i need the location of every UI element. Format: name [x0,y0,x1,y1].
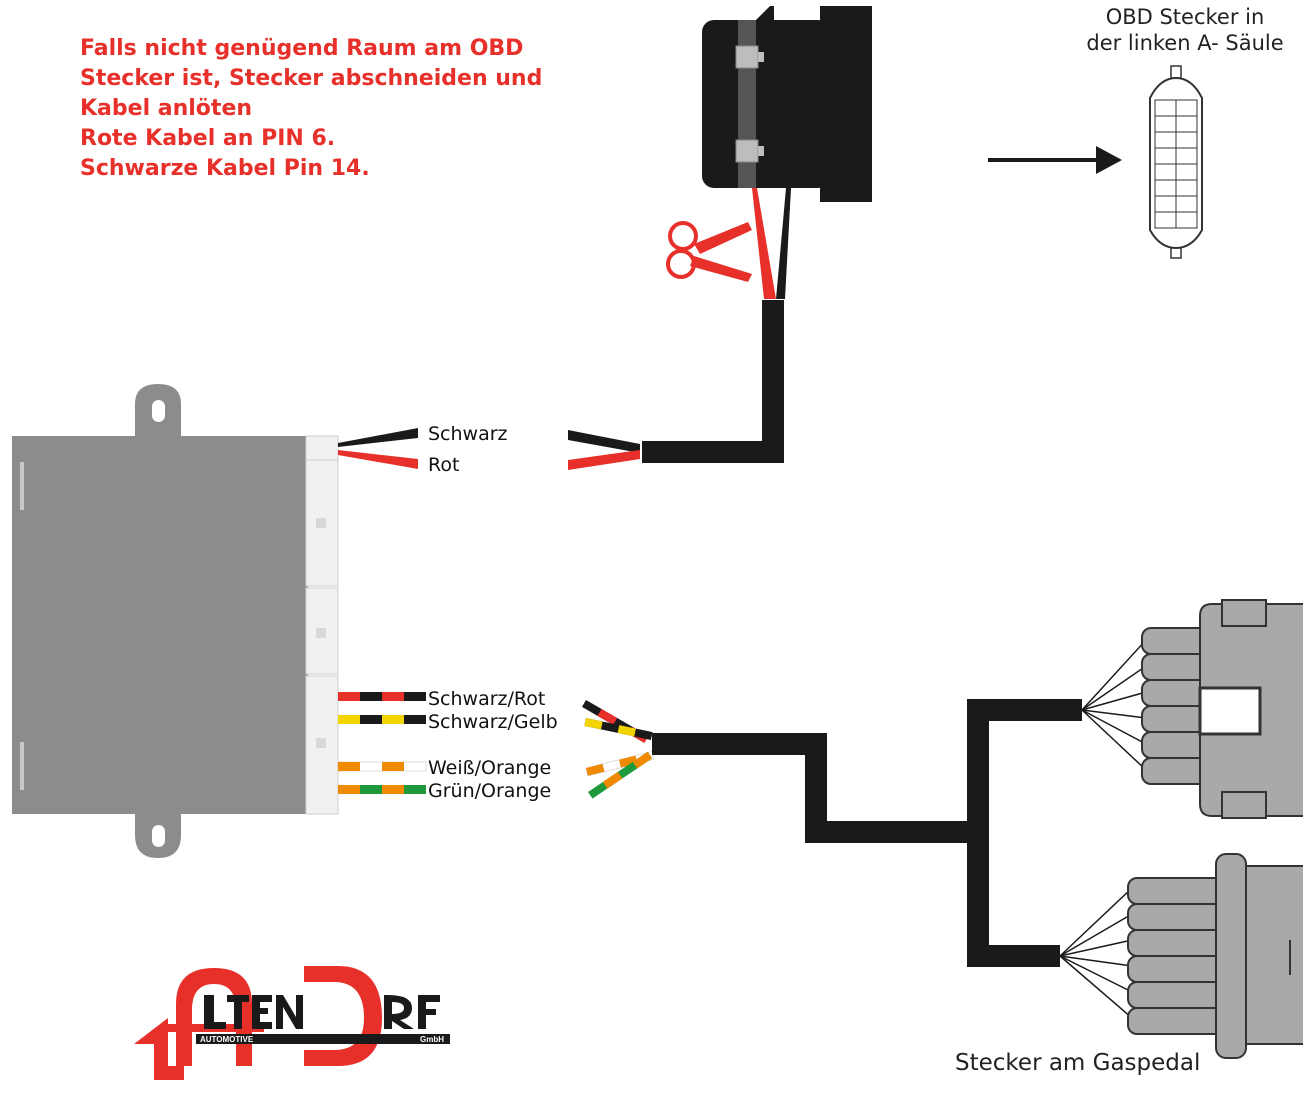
pedal-connector-lower [1059,853,1303,1059]
power-wires-module [338,428,418,469]
wire-label-rot: Rot [428,454,460,476]
obd-cable [568,188,791,470]
obd-label-line: der linken A- Säule [1086,31,1284,55]
signal-wires-cable [582,699,1082,967]
signal-wires-module [337,692,427,794]
scissors-icon [666,221,752,282]
note-line: Stecker ist, Stecker abschneiden und [80,66,543,91]
logo-letters [204,995,440,1029]
note-line: Rote Kabel an PIN 6. [80,126,336,151]
logo-subtext-right: GmbH [420,1035,444,1044]
wire-label-gruen-orange: Grün/Orange [428,780,552,802]
wire-label-weiss-orange: Weiß/Orange [428,757,552,779]
obd-label-line: OBD Stecker in [1105,5,1265,29]
note-line: Kabel anlöten [80,96,253,121]
logo-subtext-left: AUTOMOTIVE [200,1035,254,1044]
note-line: Falls nicht genügend Raum am OBD [80,36,524,61]
wire-label-schwarz: Schwarz [428,423,508,445]
pedal-connector-upper [1081,599,1303,819]
gas-pedal-label: Stecker am Gaspedal [955,1050,1201,1076]
obd-plug [702,6,872,202]
wire-label-schwarz-rot: Schwarz/Rot [428,688,546,710]
control-module [12,384,339,858]
obd-connector-label: OBD Stecker in der linken A- Säule [1040,4,1303,56]
obd-socket [1149,65,1203,259]
arrow-right-icon [988,146,1122,174]
note-line: Schwarze Kabel Pin 14. [80,156,370,181]
solder-instruction-note: Falls nicht genügend Raum am OBD Stecker… [80,34,680,184]
altendorf-logo: AUTOMOTIVE GmbH [134,966,450,1080]
wire-label-schwarz-gelb: Schwarz/Gelb [428,711,558,733]
